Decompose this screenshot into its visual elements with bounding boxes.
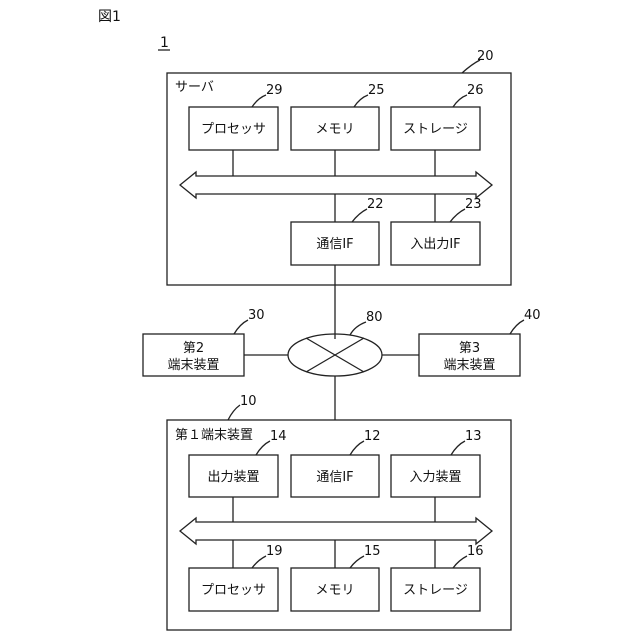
terminal3-ref: 40 [524,308,541,323]
terminal1-comm-if-label: 通信IF [316,470,353,485]
terminal1-bus-arrow [180,518,492,544]
server-io-if-ref: 23 [465,197,482,212]
terminal1-output-ref: 14 [270,429,287,444]
terminal2-ref: 30 [248,308,265,323]
server-ref: 20 [477,49,494,64]
terminal1-ref: 10 [240,394,257,409]
terminal1-storage-label: ストレージ [403,583,468,598]
terminal3-ref-leader [510,320,524,334]
server-processor-label: プロセッサ [201,122,266,137]
terminal1-box [167,420,511,630]
terminal1-memory-label: メモリ [315,583,354,598]
terminal1-memory-ref: 15 [364,544,381,559]
terminal1-input-ref: 13 [465,429,482,444]
terminal1-storage-ref: 16 [467,544,484,559]
figure-label: 図1 [98,9,121,25]
server-comm-if-label: 通信IF [316,237,353,252]
system-ref: 1 [160,35,169,51]
server-io-if-label: 入出力IF [410,237,460,252]
terminal1-processor-ref: 19 [266,544,283,559]
network-ref: 80 [366,310,383,325]
network-ref-leader [350,322,366,335]
server-memory-ref: 25 [368,83,385,98]
terminal1-output-ref-leader [256,441,270,455]
server-memory-ref-leader [354,95,368,107]
terminal1-ref-leader [228,405,240,420]
terminal1-output-label: 出力装置 [207,470,259,485]
terminal1-comm-if-ref-leader [350,441,364,455]
server-processor-ref: 29 [266,83,283,98]
terminal2-ref-leader [234,320,248,334]
terminal2-line1: 第2 [183,341,204,356]
terminal1-title: 第１端末装置 [175,428,253,443]
server-memory-label: メモリ [315,122,354,137]
terminal1-input-label: 入力装置 [409,470,461,485]
terminal1-input-ref-leader [451,441,465,455]
terminal1-processor-ref-leader [252,556,266,568]
server-bus-arrow [180,172,492,198]
server-comm-if-ref-leader [352,209,367,222]
terminal3-line2: 端末装置 [443,358,495,373]
server-comm-if-ref: 22 [367,197,384,212]
terminal1-comm-if-ref: 12 [364,429,381,444]
terminal1-storage-ref-leader [453,556,467,568]
server-box [167,73,511,285]
server-storage-ref: 26 [467,83,484,98]
server-title: サーバ [175,80,214,95]
terminal1-processor-label: プロセッサ [201,583,266,598]
server-storage-label: ストレージ [403,122,468,137]
server-io-if-ref-leader [450,209,465,222]
terminal1-memory-ref-leader [350,556,364,568]
server-storage-ref-leader [453,95,467,107]
server-processor-ref-leader [252,95,266,107]
terminal2-line2: 端末装置 [167,358,219,373]
terminal3-line1: 第3 [459,341,480,356]
